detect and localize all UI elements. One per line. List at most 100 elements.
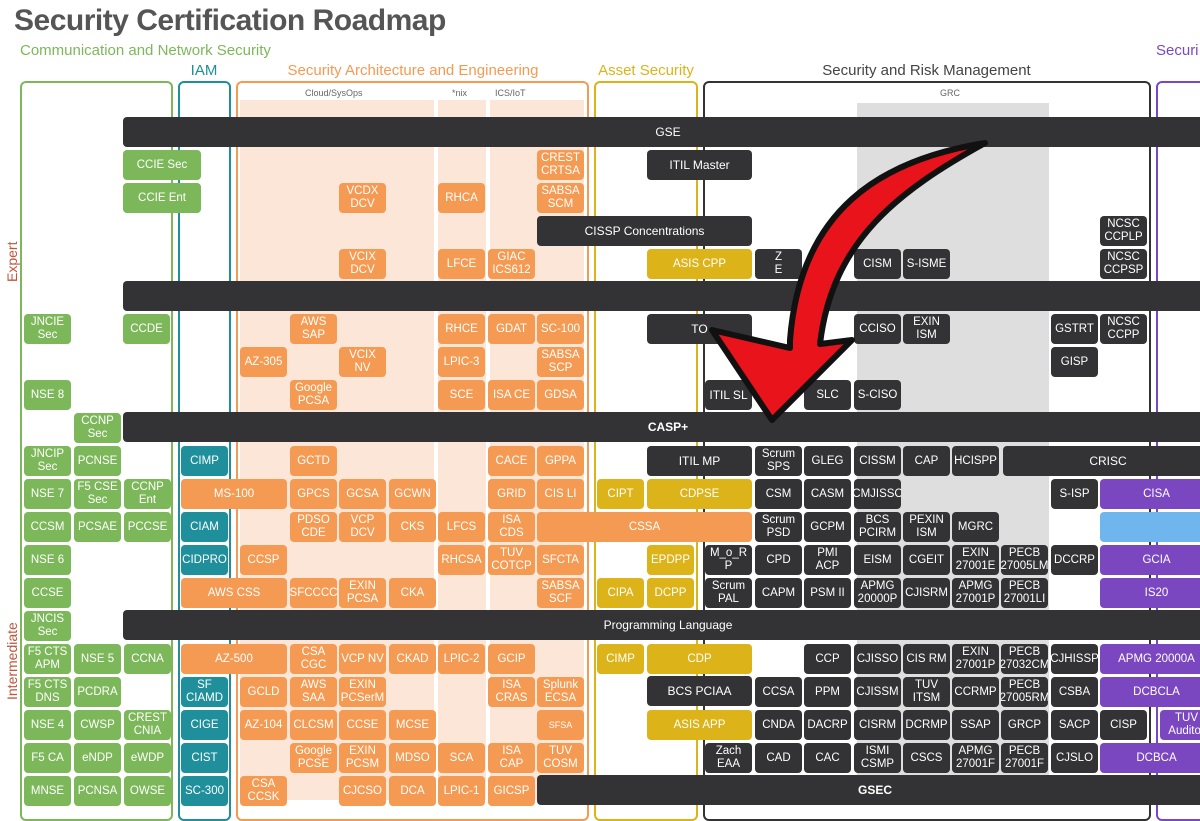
- cert-ccnp-sec[interactable]: CCNP Sec: [74, 413, 121, 443]
- cert-ccde[interactable]: CCDE: [123, 314, 170, 344]
- cert-vcp-dcv[interactable]: VCP DCV: [339, 512, 386, 542]
- cert-google-pcsa[interactable]: Google PCSA: [290, 380, 337, 410]
- cert-mor-p[interactable]: M_o_R P: [705, 545, 752, 575]
- cert-ccie-ent[interactable]: CCIE Ent: [123, 183, 201, 213]
- cert-pecb-27005rm[interactable]: PECB 27005RM: [1001, 677, 1048, 707]
- cert-cwsp[interactable]: CWSP: [74, 710, 121, 740]
- band-bcs-pciaa[interactable]: BCS PCIAA: [647, 676, 752, 706]
- cert-gctd[interactable]: GCTD: [290, 446, 337, 476]
- cert-gdsa[interactable]: GDSA: [537, 380, 584, 410]
- cert-ccp[interactable]: CCP: [804, 644, 851, 674]
- cert-gcia[interactable]: GCIA: [1100, 545, 1200, 575]
- cert-splunk-ecsa[interactable]: Splunk ECSA: [537, 677, 584, 707]
- cert-exin-ism[interactable]: EXIN ISM: [903, 314, 950, 344]
- cert-apmg-20000p[interactable]: APMG 20000P: [854, 578, 901, 608]
- cert-rhce[interactable]: RHCE: [438, 314, 485, 344]
- band-itil-mp[interactable]: ITIL MP: [647, 446, 752, 476]
- band-gse[interactable]: GSE: [123, 117, 1200, 147]
- cert-exin-27001e[interactable]: EXIN 27001E: [952, 545, 999, 575]
- cert-jncis-sec[interactable]: JNCIS Sec: [24, 611, 71, 641]
- cert-ccsm[interactable]: CCSM: [24, 512, 71, 542]
- cert-sfcta[interactable]: SFCTA: [537, 545, 584, 575]
- cert-cisa[interactable]: CISA: [1100, 479, 1200, 509]
- cert-pexin-ism[interactable]: PEXIN ISM: [903, 512, 950, 542]
- cert-hcispp[interactable]: HCISPP: [952, 446, 999, 476]
- cert-ccsp[interactable]: CCSP: [240, 545, 287, 575]
- cert-gpcs[interactable]: GPCS: [290, 479, 337, 509]
- band-crisc[interactable]: CRISC: [1003, 446, 1200, 476]
- cert-gstrt[interactable]: GSTRT: [1051, 314, 1098, 344]
- cert-cimp-asset[interactable]: CIMP: [597, 644, 644, 674]
- cert-ciam[interactable]: CIAM: [181, 512, 228, 542]
- cert-clcsm[interactable]: CLCSM: [290, 710, 337, 740]
- cert-pcdra[interactable]: PCDRA: [74, 677, 121, 707]
- cert-dcbcla[interactable]: DCBCLA: [1100, 677, 1200, 707]
- cert-dcbca[interactable]: DCBCA: [1100, 743, 1200, 773]
- cert-cgeit[interactable]: CGEIT: [903, 545, 950, 575]
- cert-cciso[interactable]: CCISO: [854, 314, 901, 344]
- cert-ccsa[interactable]: CCSA: [755, 677, 802, 707]
- cert-vcdx-dcv[interactable]: VCDX DCV: [339, 183, 386, 213]
- cert-lfce[interactable]: LFCE: [438, 249, 485, 279]
- cert-cdp[interactable]: CDP: [647, 644, 752, 674]
- cert-az305[interactable]: AZ-305: [240, 347, 287, 377]
- cert-zach-eaa[interactable]: Zach EAA: [705, 743, 752, 773]
- cert-cnda[interactable]: CNDA: [755, 710, 802, 740]
- cert-pmi-acp[interactable]: PMI ACP: [804, 545, 851, 575]
- cert-sca[interactable]: SCA: [438, 743, 485, 773]
- cert-cks[interactable]: CKS: [389, 512, 436, 542]
- cert-lfcs[interactable]: LFCS: [438, 512, 485, 542]
- cert-scrum-psd[interactable]: Scrum PSD: [755, 512, 802, 542]
- cert-lpic3[interactable]: LPIC-3: [438, 347, 485, 377]
- cert-epdpp[interactable]: EPDPP: [647, 545, 694, 575]
- cert-grcp[interactable]: GRCP: [1001, 710, 1048, 740]
- cert-cscs[interactable]: CSCS: [903, 743, 950, 773]
- cert-asis-app[interactable]: ASIS APP: [647, 710, 752, 740]
- cert-ms100[interactable]: MS-100: [181, 479, 287, 509]
- cert-csba[interactable]: CSBA: [1051, 677, 1098, 707]
- cert-jncip-sec[interactable]: JNCIP Sec: [24, 446, 71, 476]
- cert-sabsa-scf[interactable]: SABSA SCF: [537, 578, 584, 608]
- cert-exin-27001p[interactable]: EXIN 27001P: [952, 644, 999, 674]
- cert-f5cts-apm[interactable]: F5 CTS APM: [24, 644, 71, 674]
- cert-gdat[interactable]: GDAT: [488, 314, 535, 344]
- cert-isa-cras[interactable]: ISA CRAS: [488, 677, 535, 707]
- cert-isa-cap[interactable]: ISA CAP: [488, 743, 535, 773]
- cert-ewdp[interactable]: eWDP: [124, 743, 171, 773]
- cert-google-pcse[interactable]: Google PCSE: [290, 743, 337, 773]
- cert-giac-ics612[interactable]: GIAC ICS612: [488, 249, 535, 279]
- cert-cdpse[interactable]: CDPSE: [647, 479, 752, 509]
- cert-cidpro[interactable]: CIDPRO: [181, 545, 228, 575]
- cert-apmg-27001f[interactable]: APMG 27001F: [952, 743, 999, 773]
- cert-sacp[interactable]: SACP: [1051, 710, 1098, 740]
- cert-ccna[interactable]: CCNA: [124, 644, 171, 674]
- cert-aws-css[interactable]: AWS CSS: [181, 578, 287, 608]
- cert-cace[interactable]: CACE: [488, 446, 535, 476]
- cert-capm[interactable]: CAPM: [755, 578, 802, 608]
- cert-cac[interactable]: CAC: [804, 743, 851, 773]
- cert-gisp[interactable]: GISP: [1051, 347, 1098, 377]
- cert-cad[interactable]: CAD: [755, 743, 802, 773]
- cert-csa-cgc[interactable]: CSA CGC: [290, 644, 337, 674]
- cert-apmg-27001p[interactable]: APMG 27001P: [952, 578, 999, 608]
- cert-cka[interactable]: CKA: [389, 578, 436, 608]
- cert-cimp-iam[interactable]: CIMP: [181, 446, 228, 476]
- cert-pecb-27001f[interactable]: PECB 27001F: [1001, 743, 1048, 773]
- cert-eism[interactable]: EISM: [854, 545, 901, 575]
- cert-ccie-sec[interactable]: CCIE Sec: [123, 150, 201, 180]
- cert-pecb-27001li[interactable]: PECB 27001LI: [1001, 578, 1048, 608]
- cert-is20[interactable]: IS20: [1100, 578, 1200, 608]
- cert-az104[interactable]: AZ-104: [240, 710, 287, 740]
- cert-csm[interactable]: CSM: [755, 479, 802, 509]
- cert-exin-pcsm[interactable]: EXIN PCSM: [339, 743, 386, 773]
- cert-ccnp-ent[interactable]: CCNP Ent: [124, 479, 171, 509]
- cert-light-blue-block[interactable]: [1100, 512, 1200, 542]
- cert-s-ciso[interactable]: S-CISO: [854, 380, 901, 410]
- cert-vcix-dcv[interactable]: VCIX DCV: [339, 249, 386, 279]
- cert-pecb-27032cm[interactable]: PECB 27032CM: [1001, 644, 1048, 674]
- cert-gleg[interactable]: GLEG: [804, 446, 851, 476]
- cert-asis-cpp[interactable]: ASIS CPP: [647, 249, 752, 279]
- cert-sfsa[interactable]: SFSA: [537, 710, 584, 740]
- cert-isa-ce[interactable]: ISA CE: [488, 380, 535, 410]
- cert-scrum-sps[interactable]: Scrum SPS: [755, 446, 802, 476]
